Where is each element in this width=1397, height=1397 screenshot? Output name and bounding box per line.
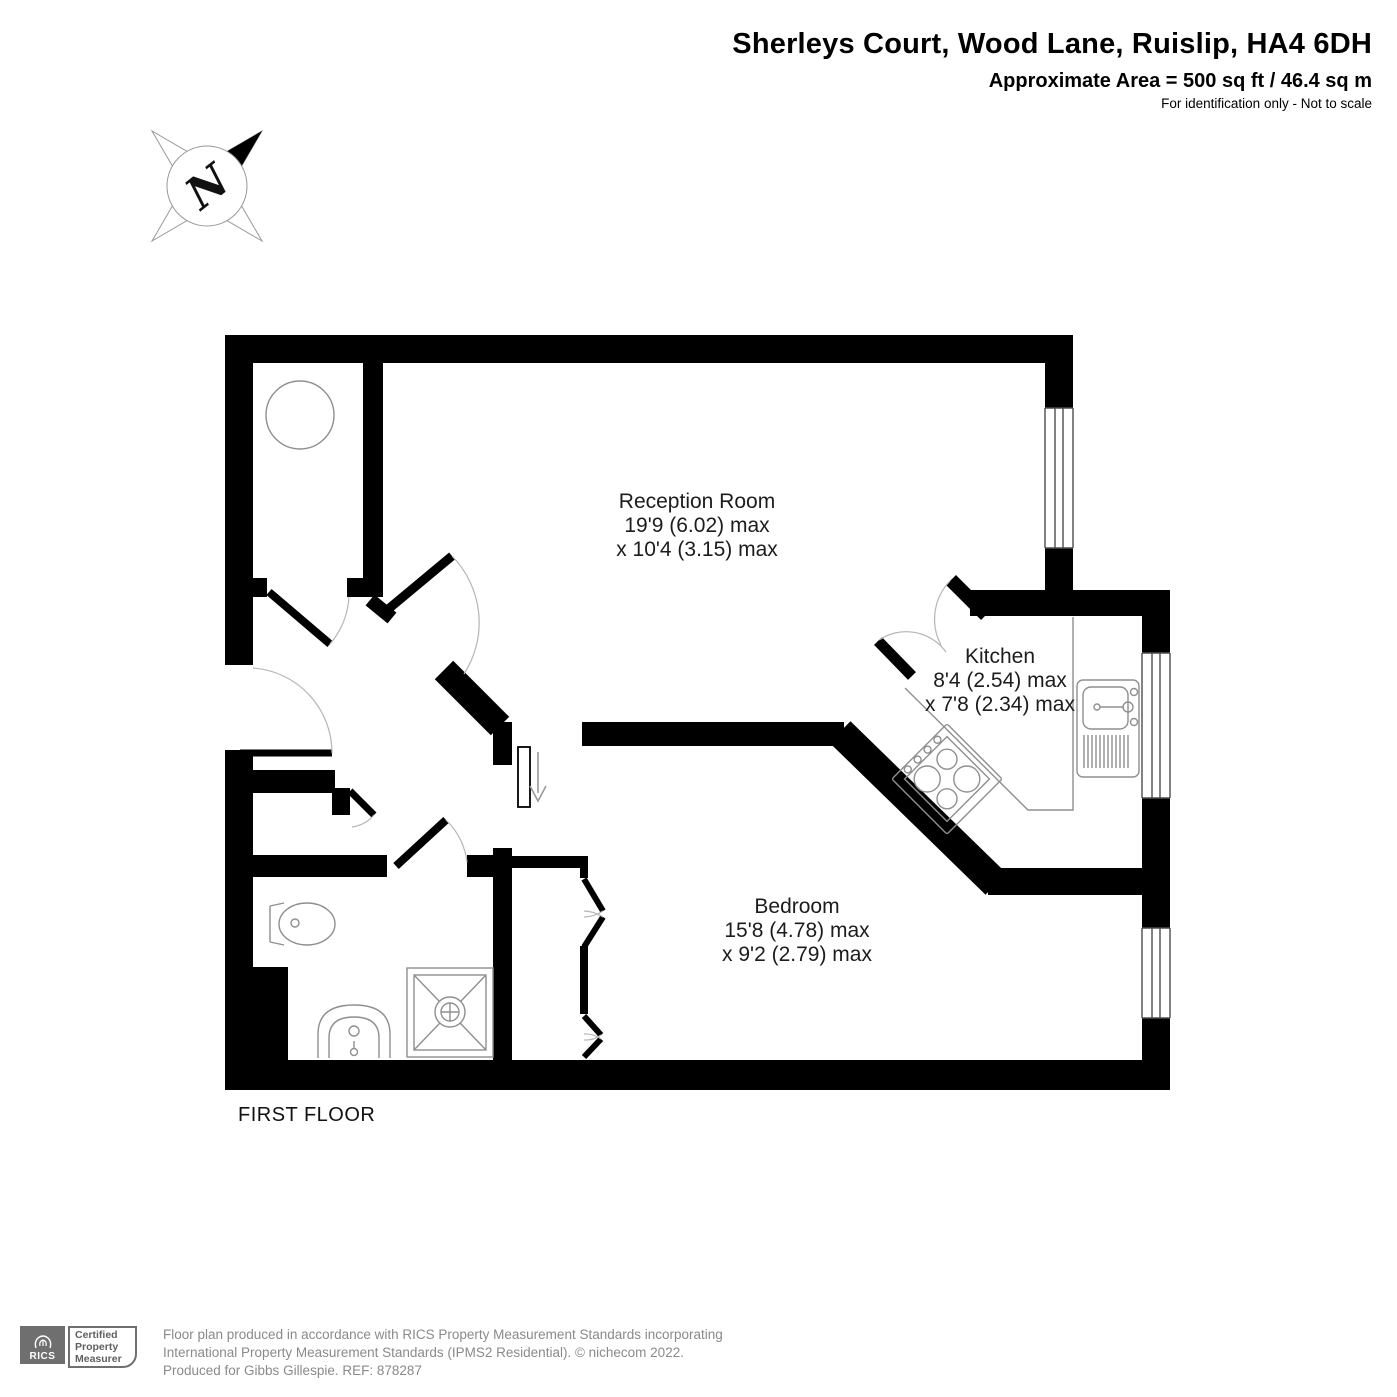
reception-door [377, 552, 480, 675]
windows [1044, 407, 1171, 1019]
fixtures [265, 380, 1140, 1058]
svg-text:19'9 (6.02) max: 19'9 (6.02) max [624, 514, 770, 537]
footer-line-1: Floor plan produced in accordance with R… [163, 1327, 723, 1342]
floor-label: FIRST FLOOR [238, 1104, 375, 1126]
water-tank-icon [265, 380, 335, 450]
svg-text:x 7'8 (2.34) max: x 7'8 (2.34) max [925, 693, 1075, 716]
page-title: Sherleys Court, Wood Lane, Ruislip, HA4 … [732, 28, 1372, 60]
room-labels: Reception Room 19'9 (6.02) max x 10'4 (3… [238, 490, 1075, 1126]
sink-icon [1076, 679, 1140, 778]
room-label-bedroom: Bedroom 15'8 (4.78) max x 9'2 (2.79) max [722, 895, 872, 966]
basin-icon [317, 1004, 391, 1058]
scale-note: For identification only - Not to scale [1161, 96, 1372, 111]
drainer-icon [1083, 735, 1129, 768]
closet-door [266, 588, 350, 648]
footer-disclaimer: Floor plan produced in accordance with R… [163, 1326, 723, 1380]
room-label-kitchen: Kitchen 8'4 (2.54) max x 7'8 (2.34) max [925, 645, 1075, 716]
plan-header: Sherleys Court, Wood Lane, Ruislip, HA4 … [732, 28, 1372, 111]
kitchen-counter [904, 617, 1074, 811]
doors [240, 552, 951, 1060]
shower-icon [406, 967, 494, 1058]
certified-property-measurer-badge: Certified Property Measurer [68, 1326, 137, 1368]
svg-text:8'4 (2.54) max: 8'4 (2.54) max [933, 669, 1067, 692]
rics-label: RICS [29, 1351, 56, 1362]
wardrobe-bifold-doors [581, 877, 606, 1060]
footer-line-2: International Property Measurement Stand… [163, 1345, 684, 1360]
svg-text:Kitchen: Kitchen [965, 645, 1035, 668]
kitchen-window [1141, 652, 1171, 799]
badge-line: Certified [75, 1329, 118, 1341]
kitchen-door [874, 580, 951, 680]
rics-crest-icon [34, 1335, 51, 1349]
front-door [240, 667, 333, 757]
walls [225, 335, 1170, 1090]
badge-line: Measurer [75, 1353, 122, 1365]
svg-text:x 9'2 (2.79) max: x 9'2 (2.79) max [722, 943, 872, 966]
svg-text:Reception Room: Reception Room [619, 490, 775, 513]
bathroom-door [393, 817, 468, 869]
svg-text:x 10'4 (3.15) max: x 10'4 (3.15) max [616, 538, 778, 561]
inner-hall-door [347, 788, 377, 828]
entrance-arrow-icon [529, 752, 547, 803]
footer-line-3: Produced for Gibbs Gillespie. REF: 87828… [163, 1363, 422, 1378]
svg-text:Bedroom: Bedroom [754, 895, 839, 918]
toilet-icon [269, 902, 336, 946]
rics-logo: RICS [20, 1326, 65, 1364]
bedroom-window [1141, 927, 1171, 1019]
hob-icon [891, 723, 1003, 835]
room-label-reception: Reception Room 19'9 (6.02) max x 10'4 (3… [616, 490, 778, 561]
badge-line: Property [75, 1341, 119, 1353]
reception-window [1044, 407, 1074, 549]
compass-icon: N [150, 129, 264, 243]
entrance-door [517, 746, 547, 808]
approximate-area: Approximate Area = 500 sq ft / 46.4 sq m [988, 70, 1372, 92]
svg-text:15'8 (4.78) max: 15'8 (4.78) max [724, 919, 870, 942]
